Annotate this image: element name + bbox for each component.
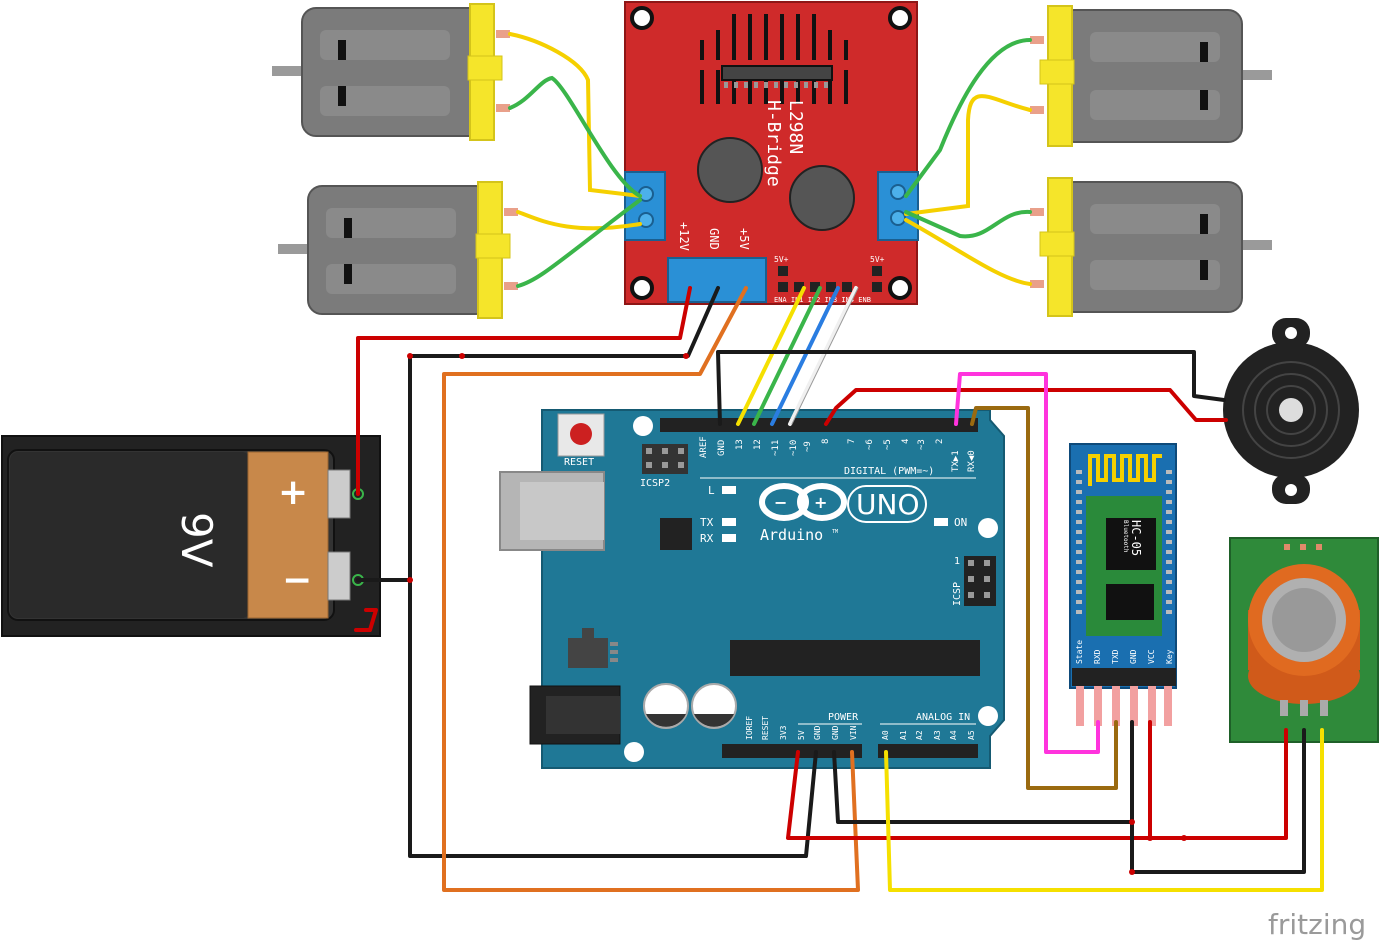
- svg-text:+: +: [814, 493, 827, 512]
- digital-pin-labels: AREF GND 13 12 ~11 ~10 ~9 8 7 ~6 ~5 4 ~3…: [699, 436, 977, 472]
- led-on: [934, 518, 948, 526]
- battery-plus-label: +: [278, 472, 308, 513]
- bluetooth-chip: [1106, 518, 1156, 570]
- pin-label: ~5: [883, 439, 893, 450]
- bt-pin-label: Key: [1165, 649, 1174, 664]
- motor-top-right: [1030, 5, 1272, 147]
- wires: [354, 286, 1324, 892]
- pin-label: ~9: [803, 441, 813, 452]
- pin-label: 13: [735, 439, 745, 450]
- reset-label: RESET: [564, 457, 594, 468]
- gas-sensor-module: [1229, 537, 1379, 743]
- microcontroller-chip: [730, 640, 980, 676]
- motor-bottom-left: [278, 181, 518, 319]
- bluetooth-sub-label: Bluetooth: [1122, 520, 1129, 553]
- power-pin-label: 3V3: [779, 725, 788, 740]
- led-tx-label: TX: [700, 516, 714, 529]
- power-pin-label: GND: [831, 725, 840, 740]
- bt-pin-label: RXD: [1093, 649, 1102, 664]
- power-label-12v: +12V: [677, 222, 691, 251]
- analog-label: ANALOG IN: [916, 712, 970, 723]
- vplus-label-left: 5V+: [774, 255, 789, 264]
- analog-pin-label: A0: [881, 730, 890, 740]
- analog-header: [878, 744, 978, 758]
- digital-label: DIGITAL (PWM=~): [844, 466, 934, 477]
- power-pin-label: RESET: [761, 716, 770, 740]
- driver-model-label: L298N: [785, 100, 806, 154]
- analog-pin-label: A1: [899, 730, 908, 740]
- analog-pin-label: A3: [933, 730, 942, 740]
- pin-label: ~3: [917, 439, 927, 450]
- arduino-model-label: UNO: [856, 488, 919, 521]
- digital-header: [660, 418, 978, 432]
- battery-minus-label: −: [282, 560, 312, 601]
- arduino-brand-label: Arduino: [760, 526, 823, 544]
- pin-label: ~11: [771, 440, 781, 456]
- icsp-one-label: 1: [954, 556, 960, 567]
- pin-label: 2: [935, 439, 945, 444]
- l298n-driver-board: L298N H-Bridge +12V GND +5V 5V+ 5V+ ENA …: [624, 1, 919, 305]
- buzzer: [1223, 318, 1359, 504]
- pin-label: ~10: [789, 440, 799, 456]
- pin-label: TX▶1: [951, 450, 961, 472]
- fritzing-watermark: fritzing: [1268, 908, 1366, 941]
- bt-pin-label: State: [1075, 640, 1084, 664]
- power-header: [722, 744, 862, 758]
- led-tx: [722, 518, 736, 526]
- pin-label: AREF: [699, 436, 709, 458]
- led-rx-label: RX: [700, 532, 714, 545]
- pin-label: ~6: [865, 439, 875, 450]
- pin-label: 8: [821, 439, 831, 444]
- terminal-right: [877, 171, 919, 241]
- svg-text:−: −: [774, 493, 787, 512]
- pin-label: 12: [753, 439, 763, 450]
- pin-label: RX◀0: [967, 450, 977, 472]
- bt-pin-label: VCC: [1147, 649, 1156, 664]
- arduino-logo-icon: [759, 483, 847, 521]
- power-label-5v: +5V: [737, 228, 751, 250]
- pin-label: GND: [717, 440, 727, 456]
- bluetooth-model-label: HC-05: [1129, 520, 1143, 556]
- power-label-gnd: GND: [707, 228, 721, 250]
- icsp-label: ICSP: [952, 582, 963, 606]
- motor-top-left: [272, 3, 510, 141]
- enable-pin-labels: ENA IN1 IN2 IN3 IN4 ENB: [774, 296, 871, 304]
- battery-9v: + − 9V: [1, 435, 381, 637]
- motor-bottom-right: [1030, 177, 1272, 317]
- arduino-uno-board: RESET ICSP2 AREF GND 13 12 ~11 ~10 ~9 8 …: [499, 409, 1005, 769]
- motor-wires: [508, 32, 1032, 288]
- pin-label: 7: [847, 439, 857, 444]
- vplus-label-right: 5V+: [870, 255, 885, 264]
- led-l-label: L: [708, 484, 715, 497]
- led-l: [722, 486, 736, 494]
- capacitor-1: [697, 137, 763, 203]
- power-label: POWER: [828, 712, 859, 723]
- analog-pin-label: A2: [915, 730, 924, 740]
- analog-pin-label: A5: [967, 730, 976, 740]
- bt-pin-label: GND: [1129, 649, 1138, 664]
- power-terminal: [667, 257, 767, 303]
- battery-voltage-label: 9V: [172, 512, 221, 568]
- power-pin-label: GND: [813, 725, 822, 740]
- voltage-regulator: [568, 638, 608, 668]
- driver-type-label: H-Bridge: [763, 100, 784, 187]
- power-pin-label: 5V: [797, 730, 806, 740]
- icsp2-label: ICSP2: [640, 478, 670, 489]
- led-on-label: ON: [954, 516, 967, 529]
- capacitor-2: [789, 165, 855, 231]
- pin-label: 4: [901, 439, 911, 444]
- power-pin-label: IOREF: [745, 716, 754, 740]
- power-pin-label: VIN: [849, 725, 858, 740]
- arduino-tm-label: TM: [832, 529, 838, 535]
- bt-pin-label: TXD: [1111, 649, 1120, 664]
- connection-dots: [407, 353, 1187, 875]
- hc05-bluetooth-module: HC-05 Bluetooth State RXD TXD GND VCC Ke…: [1069, 443, 1177, 726]
- analog-pin-label: A4: [949, 730, 958, 740]
- led-rx: [722, 534, 736, 542]
